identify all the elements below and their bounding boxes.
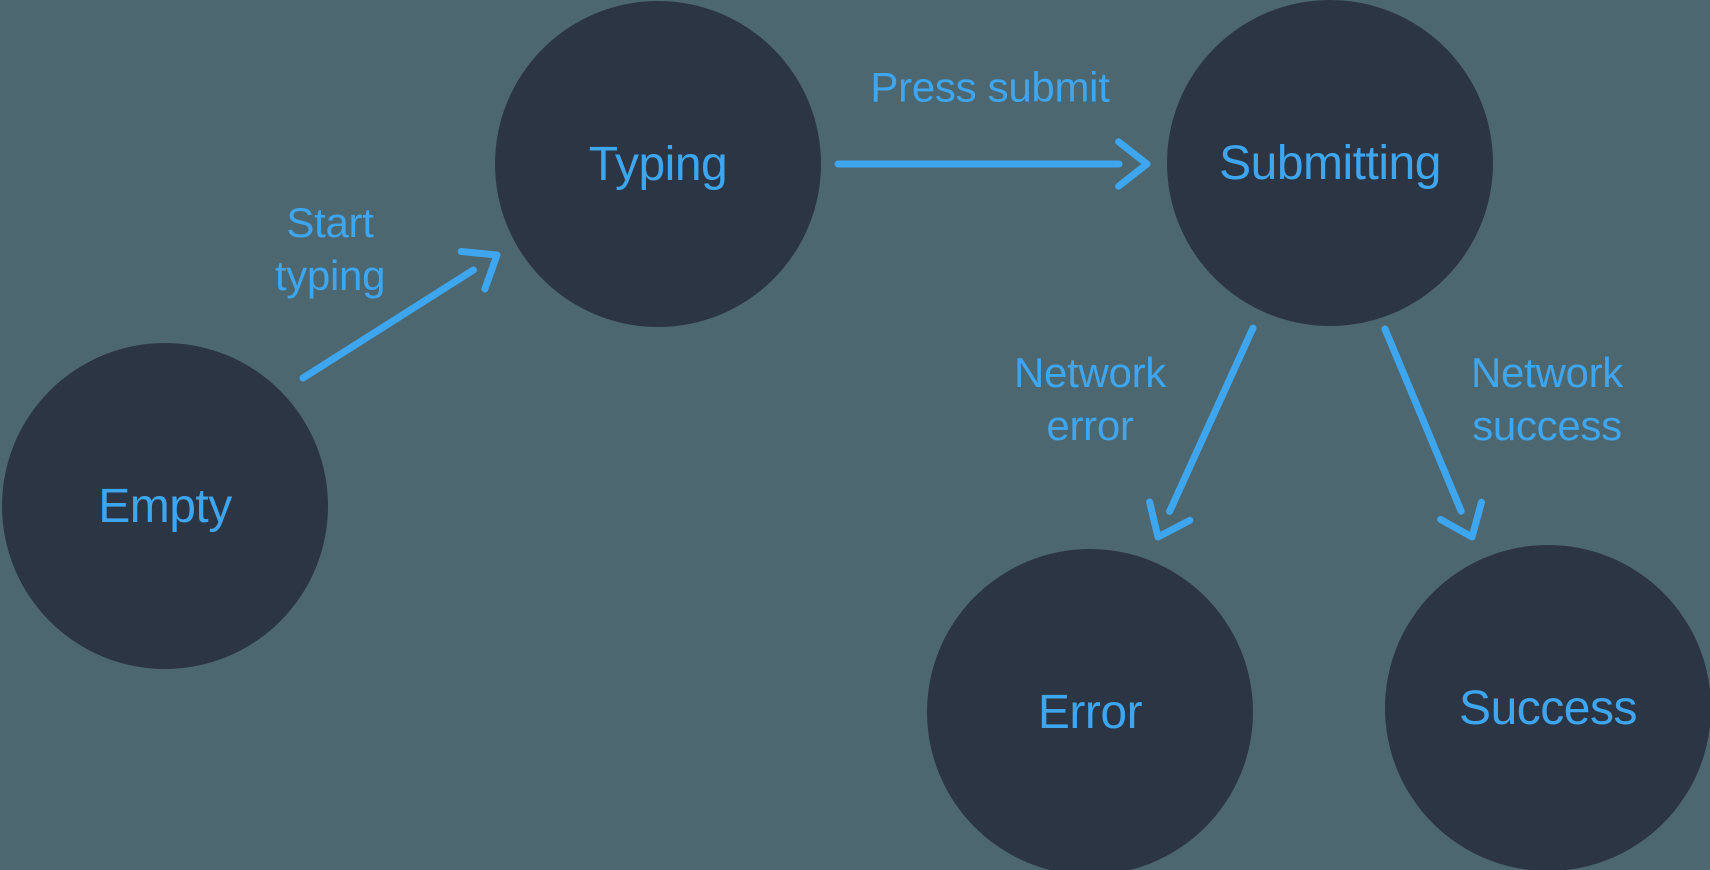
state-label-error: Error xyxy=(1037,685,1143,739)
transition-arrow-press-submit xyxy=(834,138,1151,190)
transition-label-line: success xyxy=(1472,402,1622,449)
arrowhead-icon xyxy=(1437,498,1485,541)
state-label-empty: Empty xyxy=(98,479,232,533)
transition-label-line: error xyxy=(1046,402,1134,449)
arrow-shaft xyxy=(299,266,477,382)
arrow-shaft xyxy=(1381,325,1465,515)
transition-arrow-network-error xyxy=(1146,324,1257,541)
transition-label-line: Network xyxy=(1014,349,1166,396)
arrowhead-icon xyxy=(1115,138,1151,190)
transition-label-line: Press submit xyxy=(870,63,1110,111)
state-label-typing: Typing xyxy=(588,137,728,191)
state-node-success: Success xyxy=(1385,545,1710,870)
state-node-typing: Typing xyxy=(495,1,821,327)
transition-label-line: Network xyxy=(1471,349,1623,396)
transition-label-network-error: Network error xyxy=(1014,346,1166,452)
transition-arrow-network-success xyxy=(1381,325,1485,541)
transition-label-start-typing: Start typing xyxy=(274,196,386,302)
transition-label-press-submit: Press submit xyxy=(870,61,1109,114)
state-label-submitting: Submitting xyxy=(1219,136,1441,190)
state-node-submitting: Submitting xyxy=(1167,0,1493,326)
arrowhead-icon xyxy=(1146,498,1194,541)
transition-arrow-start-typing xyxy=(299,248,501,382)
transition-label-line: typing xyxy=(274,252,386,299)
state-node-error: Error xyxy=(927,549,1253,870)
transition-label-line: Start xyxy=(286,199,374,246)
transition-label-network-success: Network success xyxy=(1471,346,1623,452)
state-label-success: Success xyxy=(1459,681,1637,735)
arrow-shaft xyxy=(1166,324,1257,515)
state-node-empty: Empty xyxy=(2,343,328,669)
arrowhead-icon xyxy=(457,248,501,293)
